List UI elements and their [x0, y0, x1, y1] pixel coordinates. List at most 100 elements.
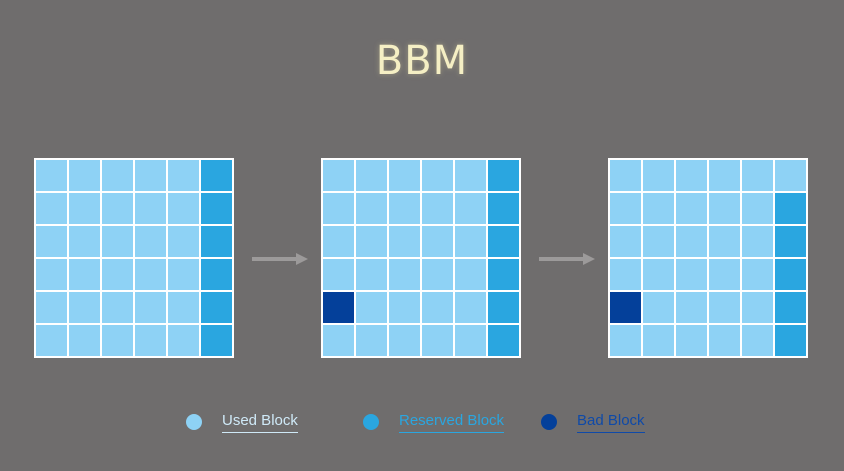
reserved-block-cell [488, 160, 519, 191]
used-block-cell [610, 259, 641, 290]
reserved-block-cell [201, 193, 232, 224]
arrow-right-icon [539, 253, 595, 265]
used-block-cell [742, 226, 773, 257]
used-block-cell [69, 325, 100, 356]
used-block-cell [135, 226, 166, 257]
used-block-cell [102, 259, 133, 290]
used-block-cell [135, 160, 166, 191]
used-block-cell [389, 259, 420, 290]
used-block-cell [168, 259, 199, 290]
used-block-cell [356, 193, 387, 224]
reserved-block-cell [775, 325, 806, 356]
used-block-cell [36, 226, 67, 257]
reserved-block-cell [488, 193, 519, 224]
reserved-block-cell [775, 259, 806, 290]
used-block-cell [168, 325, 199, 356]
reserved-block-cell [201, 325, 232, 356]
used-block-cell [36, 259, 67, 290]
used-block-cell [643, 226, 674, 257]
used-block-cell [69, 160, 100, 191]
used-block-cell [69, 226, 100, 257]
used-block-cell [742, 325, 773, 356]
used-block-cell [610, 193, 641, 224]
used-block-cell [356, 226, 387, 257]
used-block-cell [643, 160, 674, 191]
used-block-cell [102, 292, 133, 323]
reserved-block-cell [488, 226, 519, 257]
used-block-cell [102, 160, 133, 191]
reserved-block-cell [775, 292, 806, 323]
legend-label-bad: Bad Block [577, 412, 645, 433]
used-block-cell [709, 325, 740, 356]
used-block-cell [356, 292, 387, 323]
used-block-cell [168, 292, 199, 323]
used-block-cell [356, 325, 387, 356]
used-block-cell [455, 325, 486, 356]
used-block-cell [323, 193, 354, 224]
used-block-cell [69, 259, 100, 290]
arrow-right-icon [252, 253, 308, 265]
used-block-cell [742, 292, 773, 323]
used-block-swatch-icon [186, 414, 202, 430]
used-block-cell [422, 259, 453, 290]
used-block-cell [610, 226, 641, 257]
used-block-cell [168, 160, 199, 191]
block-grid-bad-detected [321, 158, 521, 358]
used-block-cell [709, 226, 740, 257]
used-block-cell [389, 160, 420, 191]
legend-bad: Bad Block [541, 410, 645, 434]
used-block-cell [356, 259, 387, 290]
used-block-cell [323, 160, 354, 191]
used-block-cell [422, 226, 453, 257]
used-block-cell [323, 259, 354, 290]
used-block-cell [422, 193, 453, 224]
used-block-cell [36, 292, 67, 323]
used-block-cell [643, 259, 674, 290]
used-block-cell [775, 160, 806, 191]
used-block-cell [389, 226, 420, 257]
used-block-cell [135, 193, 166, 224]
used-block-cell [709, 292, 740, 323]
page-title: BBM [375, 38, 469, 84]
used-block-cell [676, 259, 707, 290]
used-block-cell [742, 160, 773, 191]
used-block-cell [455, 259, 486, 290]
reserved-block-cell [488, 259, 519, 290]
used-block-cell [168, 193, 199, 224]
legend-label-reserved: Reserved Block [399, 412, 505, 433]
used-block-cell [610, 325, 641, 356]
reserved-block-cell [201, 259, 232, 290]
used-block-cell [422, 325, 453, 356]
used-block-cell [323, 226, 354, 257]
reserved-block-cell [201, 226, 232, 257]
used-block-cell [455, 292, 486, 323]
reserved-block-cell [775, 193, 806, 224]
used-block-cell [102, 193, 133, 224]
used-block-cell [422, 292, 453, 323]
used-block-cell [69, 292, 100, 323]
used-block-cell [643, 292, 674, 323]
used-block-cell [168, 226, 199, 257]
used-block-cell [389, 325, 420, 356]
used-block-cell [742, 193, 773, 224]
legend-reserved: Reserved Block [363, 410, 505, 434]
used-block-cell [709, 160, 740, 191]
bad-block-cell [323, 292, 354, 323]
bad-block-cell [610, 292, 641, 323]
used-block-cell [643, 193, 674, 224]
reserved-block-cell [488, 325, 519, 356]
used-block-cell [455, 193, 486, 224]
block-grid-initial [34, 158, 234, 358]
used-block-cell [676, 193, 707, 224]
reserved-block-cell [488, 292, 519, 323]
used-block-cell [389, 292, 420, 323]
used-block-cell [676, 325, 707, 356]
used-block-cell [422, 160, 453, 191]
legend-used: Used Block [186, 410, 298, 434]
used-block-cell [356, 160, 387, 191]
used-block-cell [36, 160, 67, 191]
used-block-cell [135, 325, 166, 356]
used-block-cell [69, 193, 100, 224]
used-block-cell [643, 325, 674, 356]
reserved-block-swatch-icon [363, 414, 379, 430]
